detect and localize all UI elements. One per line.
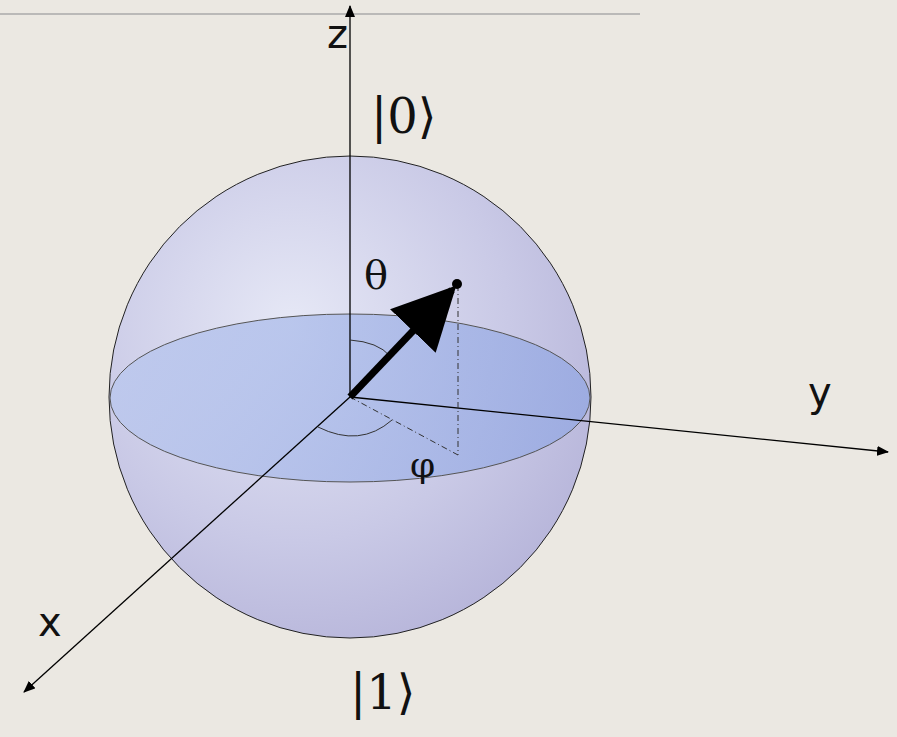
- theta-arc: [350, 340, 390, 356]
- y-axis: [350, 397, 888, 452]
- angle-label: φ: [410, 447, 435, 483]
- axis-label: y: [808, 372, 832, 412]
- z-axis: [349, 6, 350, 397]
- axis-label: z: [327, 14, 348, 54]
- top-rule: [0, 13, 640, 15]
- state-point: [452, 279, 462, 289]
- ket-label: |1⟩: [350, 668, 415, 716]
- angle-label: θ: [364, 255, 388, 295]
- state-vector: [350, 290, 452, 397]
- drop-line: [458, 285, 459, 455]
- x-axis: [24, 397, 350, 692]
- ket-label: |0⟩: [371, 92, 436, 140]
- projection: [350, 397, 458, 455]
- phi-arc: [318, 420, 392, 436]
- axis-label: x: [38, 602, 62, 642]
